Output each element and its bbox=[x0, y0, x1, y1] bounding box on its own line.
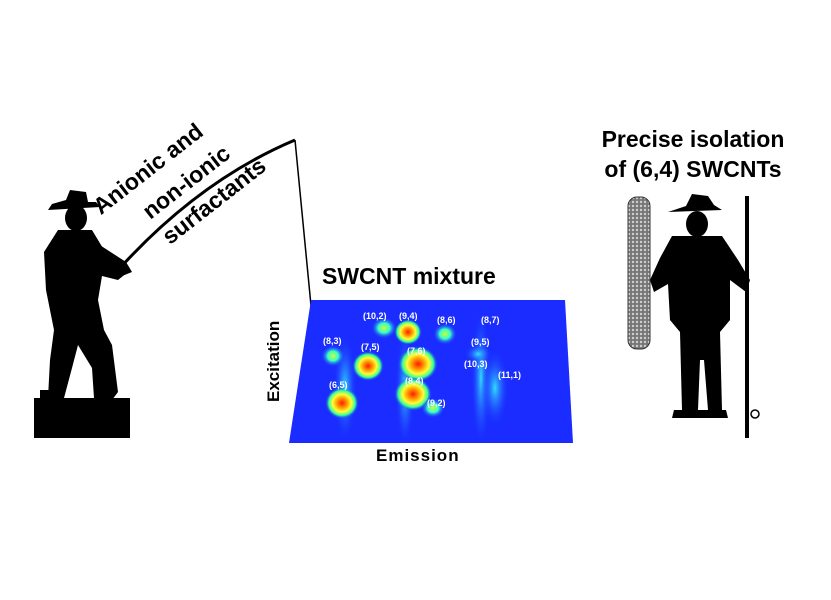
nanotube-icon bbox=[627, 196, 651, 350]
man-right-hat bbox=[668, 194, 722, 212]
peak-label-8-7: (8,7) bbox=[481, 315, 500, 325]
peak-label-9-5: (9,5) bbox=[471, 337, 490, 347]
peak-label-8-4: (8,4) bbox=[405, 376, 424, 386]
man-right-body bbox=[650, 236, 750, 410]
peak-label-9-2: (9,2) bbox=[427, 398, 446, 408]
peak-label-11-1: (11,1) bbox=[498, 370, 521, 380]
peak-label-6-5: (6,5) bbox=[329, 380, 348, 390]
peak-label-9-4: (9,4) bbox=[399, 311, 418, 321]
peak-label-8-6: (8,6) bbox=[437, 315, 456, 325]
right-title-line2: of (6,4) SWCNTs bbox=[604, 156, 782, 182]
map-title: SWCNT mixture bbox=[322, 263, 496, 289]
fishing-rod bbox=[118, 138, 296, 270]
right-title-line1: Precise isolation bbox=[601, 126, 785, 152]
fishing-pole-right bbox=[745, 196, 749, 438]
peak-label-8-3: (8,3) bbox=[323, 336, 342, 346]
fisherman-body bbox=[44, 230, 128, 400]
peak-label-10-3: (10,3) bbox=[464, 359, 488, 369]
pl-map: (8,3) (10,2) (9,4) (8,6) (8,7) (7,5) (7,… bbox=[289, 300, 573, 443]
x-axis-label: Emission bbox=[376, 446, 460, 465]
fisherman-hat bbox=[48, 190, 100, 210]
peak-label-10-2: (10,2) bbox=[363, 311, 387, 321]
peak-label-7-6: (7,6) bbox=[407, 346, 426, 356]
peak-label-7-5: (7,5) bbox=[361, 342, 380, 352]
y-axis-label: Excitation bbox=[264, 320, 283, 402]
bucket bbox=[34, 398, 130, 438]
